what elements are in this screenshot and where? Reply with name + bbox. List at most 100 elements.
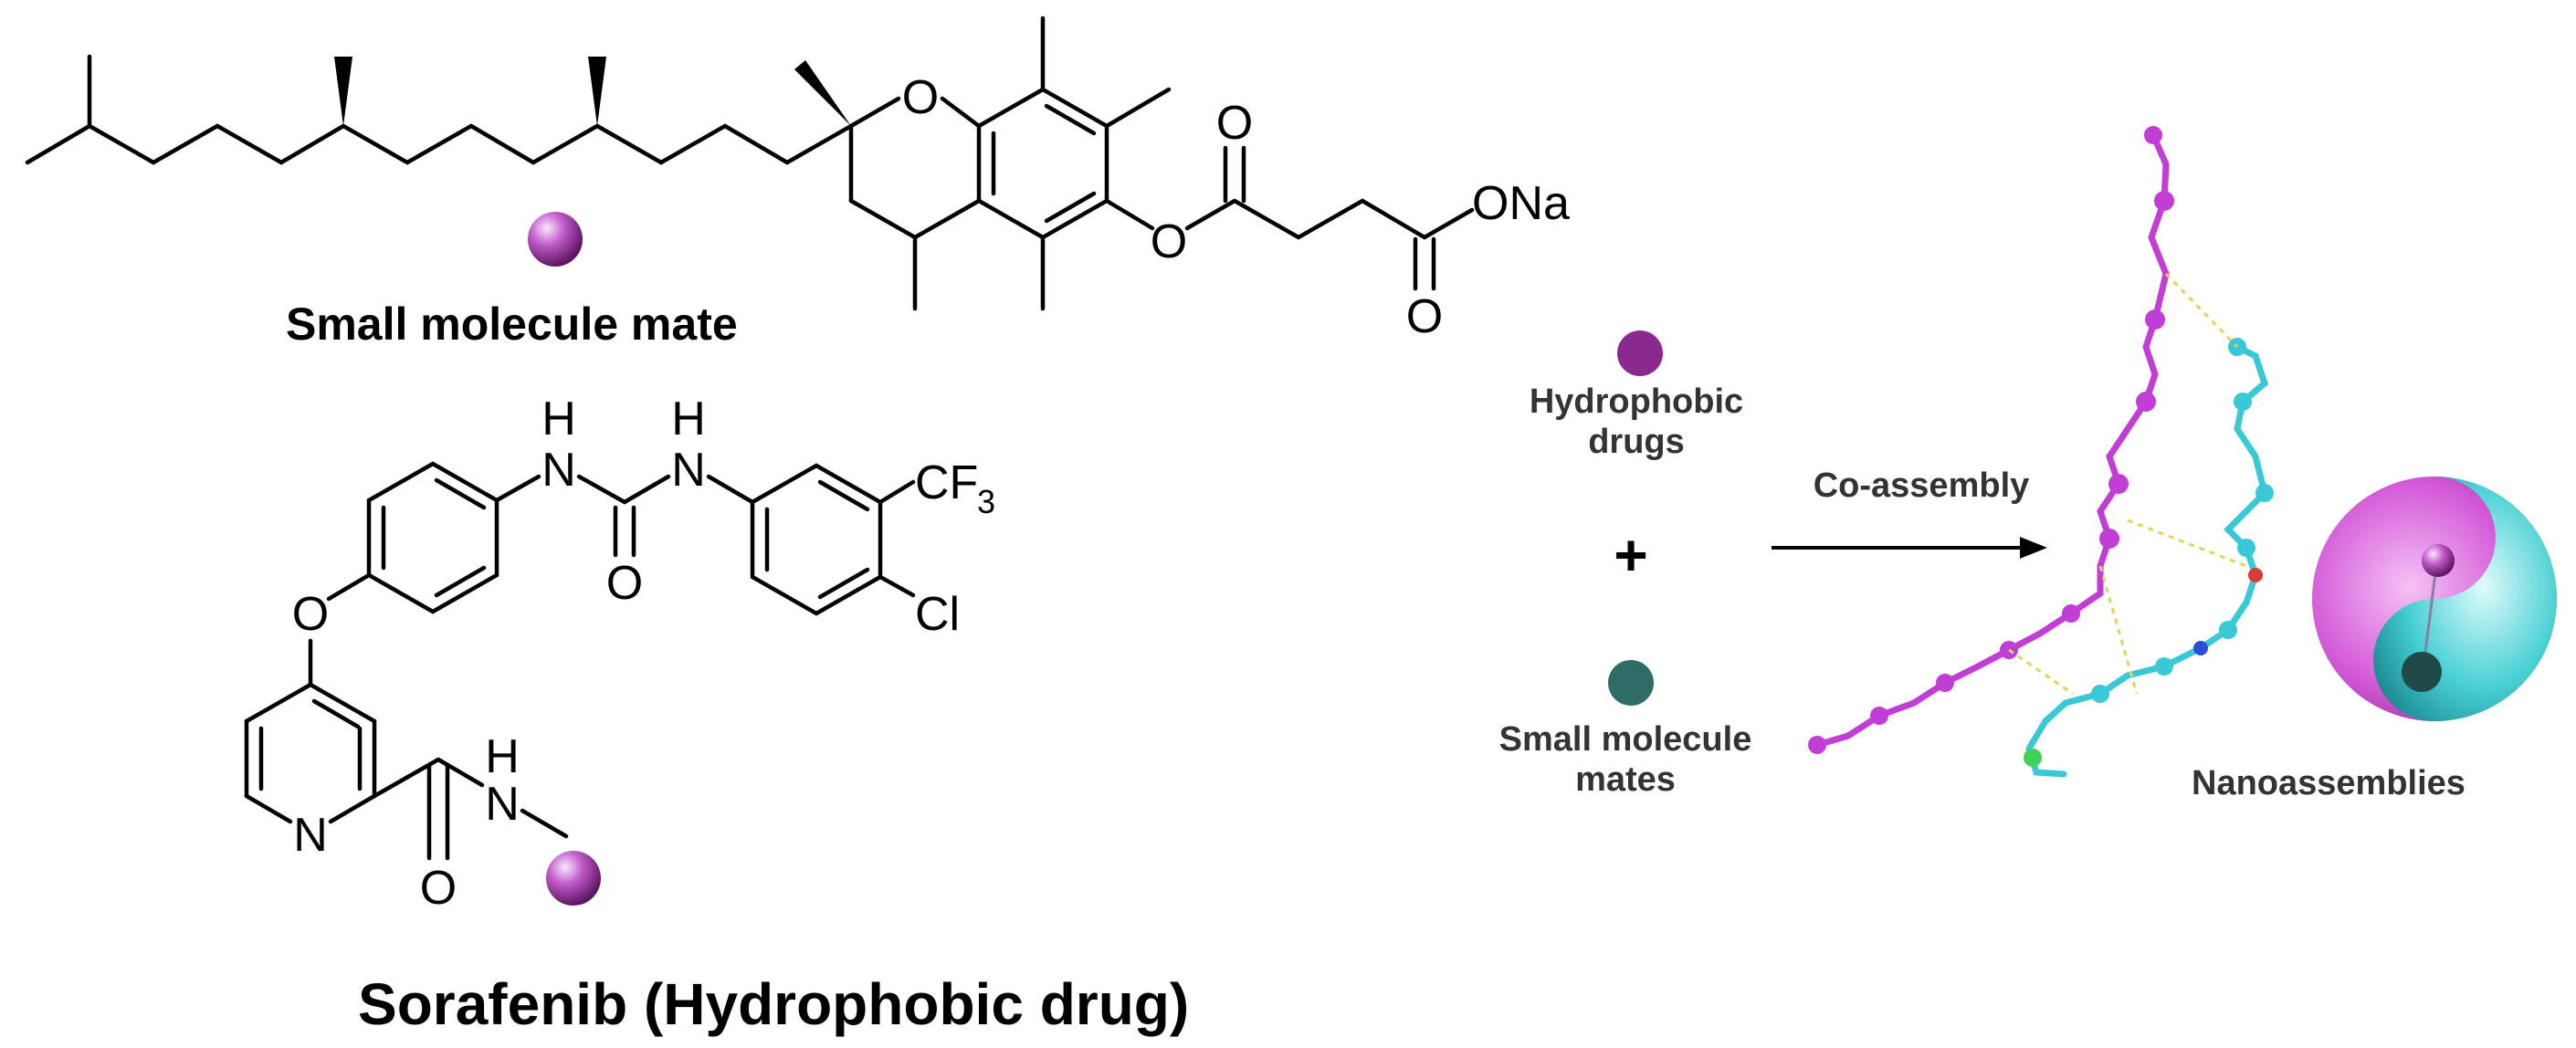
nanoassembly-yin-yang	[2312, 477, 2557, 721]
amide-hydrogen-label: H	[485, 730, 520, 783]
urea-bond	[494, 474, 541, 503]
urea-bond	[622, 474, 671, 505]
model-atom-nitrogen	[2193, 641, 2208, 655]
hydrophobic-drugs-label-line1: Hydrophobic	[1530, 383, 1743, 421]
chromane-bond	[848, 96, 901, 129]
model-atom	[2136, 392, 2156, 412]
stereo-wedge-3	[794, 60, 851, 126]
sorafenib-structure: H N O H N CF 3 Cl O N	[244, 393, 995, 915]
model-atom	[1808, 736, 1826, 754]
co-assembly-arrow-label: Co-assembly	[1814, 466, 2030, 505]
urea-oxygen-label: O	[606, 557, 643, 610]
amide-nitrogen-label: N	[485, 778, 520, 831]
ether-oxygen-label: O	[292, 588, 329, 641]
carbonyl-oxygen-label: O	[1406, 290, 1443, 343]
phytyl-chain-bonds	[25, 123, 790, 165]
hydrogen-bond-lines	[2164, 272, 2239, 349]
model-atom	[2237, 539, 2255, 557]
aromatic-double-bond	[817, 567, 870, 600]
ether-bond	[326, 572, 372, 602]
aromatic-double-bond	[1044, 191, 1097, 224]
model-atom	[2108, 474, 2129, 494]
model-atom	[2234, 393, 2252, 411]
urea-bond	[576, 474, 627, 505]
model-atom	[2155, 657, 2173, 676]
model-atom-oxygen	[2248, 568, 2263, 582]
chromane-bond	[784, 123, 854, 165]
ester-bond	[1104, 198, 1155, 231]
urea-nitrogen-label: N	[541, 444, 576, 497]
small-molecule-mates-label-line2: mates	[1575, 760, 1676, 799]
model-atom	[2255, 484, 2274, 502]
cf3-label: CF	[915, 456, 978, 509]
chromane-bond	[848, 198, 918, 240]
model-atom	[2154, 191, 2174, 211]
ester-bond	[1184, 198, 1237, 231]
nanoassembly-link	[2422, 565, 2438, 667]
urea-bond	[706, 474, 755, 505]
ester-oxygen-label: O	[1151, 215, 1187, 268]
hydrogen-bond-lines	[2098, 565, 2139, 695]
nh-hydrogen-label: H	[671, 393, 706, 445]
aromatic-double-bond	[434, 565, 487, 598]
small-molecule-mate-sphere	[528, 212, 583, 267]
model-atom-chlorine	[2024, 749, 2042, 767]
aromatic-double-bond	[434, 477, 487, 510]
small-molecule-mate-caption: Small molecule mate	[286, 299, 738, 350]
nanoassemblies-label: Nanoassemblies	[2192, 764, 2466, 802]
plus-sign: +	[1614, 522, 1647, 588]
aromatic-double-bond	[817, 479, 870, 512]
small-molecule-mate-legend-sphere	[1608, 660, 1654, 706]
ball-and-stick-model	[1808, 126, 2274, 778]
cf3-subscript: 3	[977, 483, 995, 520]
mate-core-dot	[2402, 652, 2442, 692]
phenyl-ring	[366, 461, 499, 614]
aromatic-double-bond	[1044, 103, 1097, 136]
chromane-bond	[940, 96, 982, 129]
carboxylate-bond	[1422, 207, 1475, 240]
hydrogen-bond-lines	[2008, 648, 2074, 696]
sodium-salt-label: ONa	[1472, 177, 1570, 230]
stereo-wedge-2	[588, 57, 606, 126]
carbonyl-oxygen-label: O	[1216, 97, 1253, 150]
hydrophobic-drug-sphere	[1617, 330, 1663, 376]
nh-hydrogen-label: H	[541, 393, 576, 445]
succinate-chain	[1232, 198, 1427, 240]
chlorine-label: Cl	[915, 588, 960, 641]
sorafenib-caption: Sorafenib (Hydrophobic drug)	[358, 971, 1189, 1037]
urea-nitrogen-label: N	[671, 444, 706, 497]
model-atom	[1936, 674, 1954, 692]
hydrophobic-drugs-label-line2: drugs	[1588, 423, 1685, 461]
small-molecule-mates-label-line1: Small molecule	[1499, 720, 1752, 759]
model-atom	[2099, 529, 2119, 549]
sorafenib-sphere	[546, 851, 601, 906]
ring-oxygen-label: O	[902, 71, 939, 124]
pyridine-bond	[328, 793, 377, 824]
succinate-model	[2148, 131, 2170, 323]
small-molecule-mate-structure: O O O ONa O	[25, 16, 1570, 343]
chloro-bond	[878, 574, 916, 598]
pyridine-nitrogen-label: N	[293, 809, 328, 862]
model-atom	[1870, 707, 1888, 725]
co-assembly-arrowhead	[2020, 537, 2047, 559]
stereo-wedge-1	[334, 57, 352, 126]
model-atom	[2145, 309, 2165, 330]
pyridine-bond	[244, 793, 293, 824]
model-atom	[2144, 126, 2162, 144]
model-atom	[2091, 685, 2109, 703]
pyridine-bond	[308, 682, 377, 724]
model-atom	[2062, 604, 2080, 623]
amide-oxygen-label: O	[420, 862, 457, 915]
chromane-bond	[912, 198, 982, 240]
model-atom	[2219, 621, 2237, 639]
amide-bond	[436, 757, 485, 788]
chlorophenyl-ring	[750, 463, 883, 616]
methyl-bond	[1104, 87, 1172, 129]
n-methyl-bond	[520, 808, 569, 839]
aromatic-double-bond	[311, 698, 361, 729]
aromatic-ring	[976, 87, 1109, 240]
drug-core-dot	[2422, 544, 2455, 577]
cf3-bond	[878, 479, 916, 505]
pyridine-bond	[244, 682, 313, 724]
